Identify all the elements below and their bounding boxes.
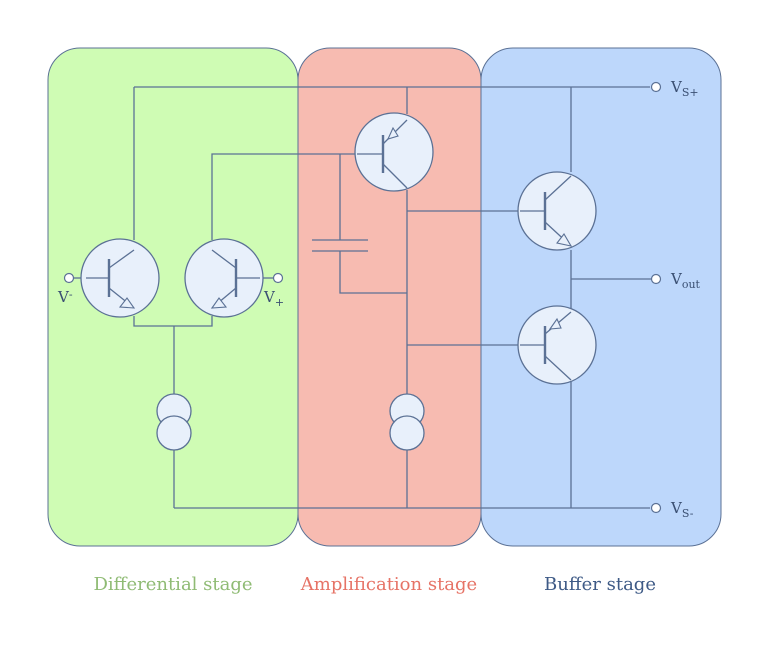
current-source-differential (156, 393, 192, 451)
caption-buffer-stage: Buffer stage (544, 574, 656, 595)
vs-plus-label: VS+ (670, 78, 699, 99)
v-minus-terminal (63, 272, 75, 284)
current-source-amplification (389, 393, 425, 451)
buffer-stage-panel (480, 47, 722, 547)
v-minus-label: V- (57, 288, 73, 306)
vs-minus-terminal (650, 502, 662, 514)
v-plus-label: V+ (263, 288, 284, 309)
transistor-q5 (517, 305, 597, 385)
vout-terminal (650, 273, 662, 285)
caption-differential-stage: Differential stage (93, 574, 252, 595)
caption-amplification-stage: Amplification stage (300, 574, 477, 595)
transistor-q4 (517, 171, 597, 251)
transistor-q3 (354, 112, 434, 192)
circuit-wires (73, 86, 652, 509)
vs-plus-terminal (650, 81, 662, 93)
v-plus-terminal (272, 272, 284, 284)
vs-minus-label: VS- (670, 499, 694, 520)
transistor-q1 (80, 238, 160, 318)
vout-label: Vout (670, 270, 701, 291)
transistor-q2 (184, 238, 264, 318)
